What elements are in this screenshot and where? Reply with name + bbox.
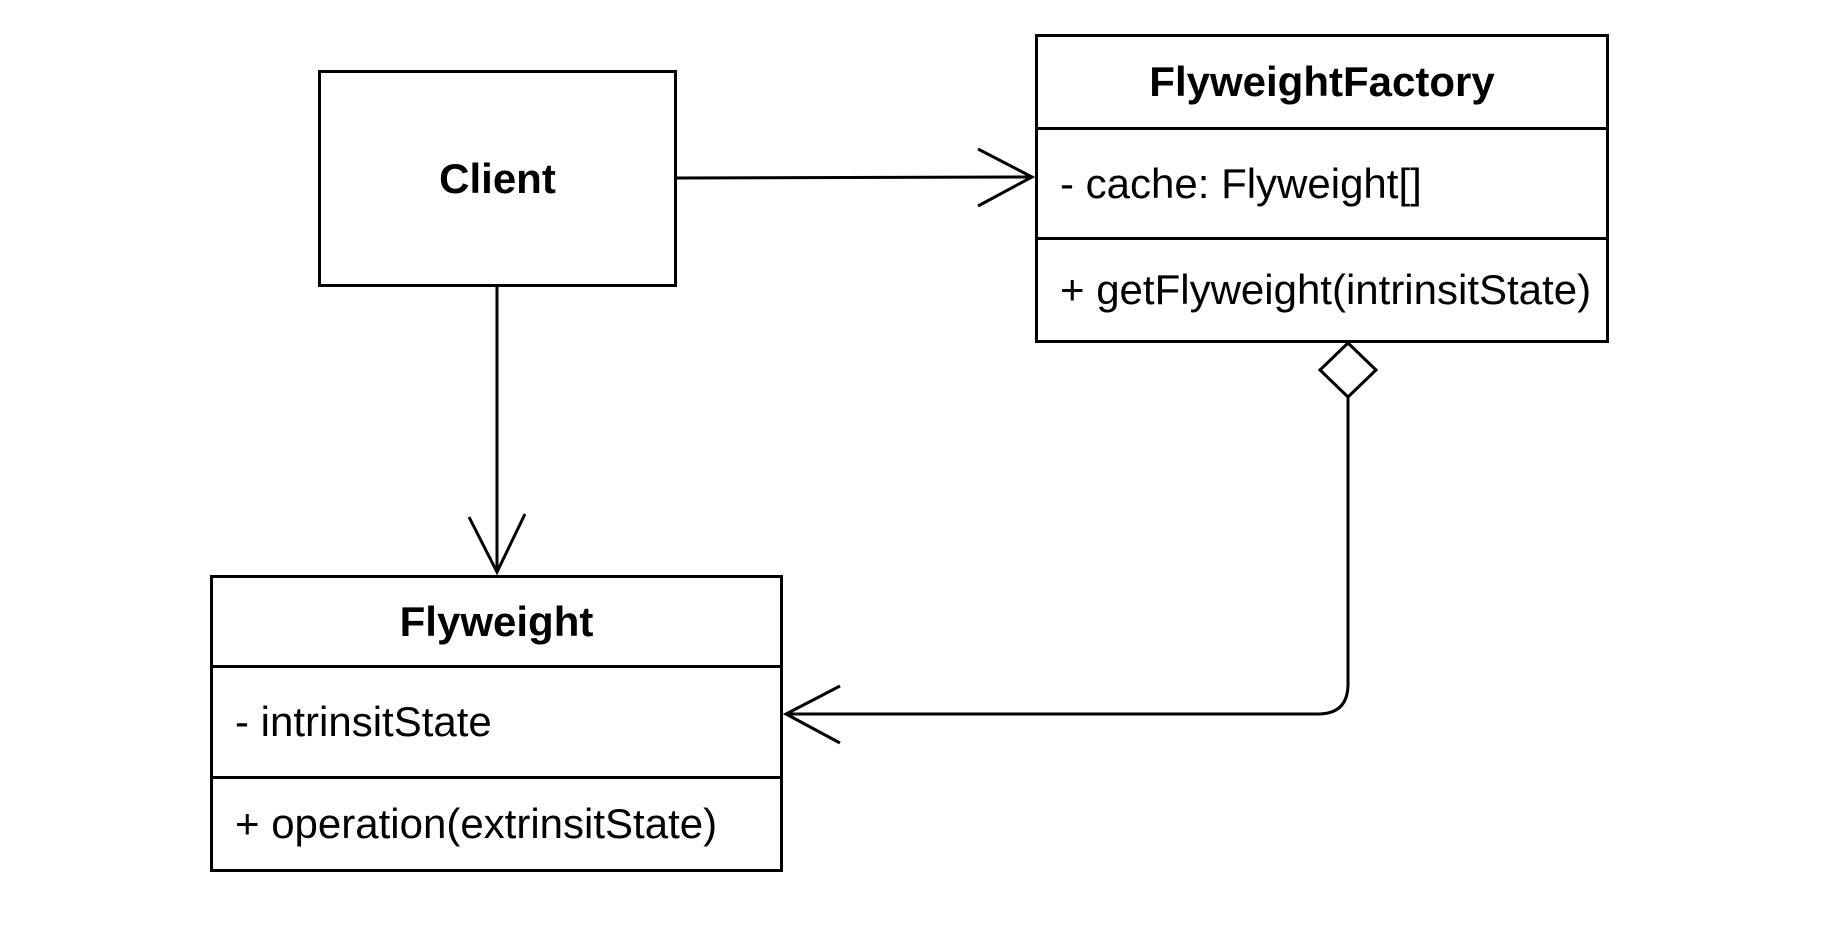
edge-client-to-factory-line[interactable] [676,175,1033,180]
class-method: + operation(extrinsitState) [213,776,780,869]
edge-factory-to-flyweight[interactable] [782,340,1379,745]
class-method: + getFlyweight(intrinsitState) [1038,237,1606,340]
class-node-flyweight-factory[interactable]: FlyweightFactory - cache: Flyweight[] + … [1035,34,1609,343]
open-arrowhead-icon [977,147,1036,208]
aggregation-diamond-icon [1317,340,1379,400]
class-node-client[interactable]: Client [318,70,677,287]
edge-client-to-factory[interactable] [676,147,1036,208]
open-arrowhead-icon [782,684,841,745]
class-node-flyweight[interactable]: Flyweight - intrinsitState + operation(e… [210,575,783,872]
class-title: Flyweight [399,597,594,645]
class-attribute: - cache: Flyweight[] [1038,127,1606,237]
class-attribute: - intrinsitState [213,665,780,776]
edge-factory-to-flyweight-line[interactable] [786,397,1350,716]
open-arrowhead-icon [467,513,527,576]
class-title: Client [439,154,556,202]
class-title: FlyweightFactory [1149,58,1495,105]
edge-client-to-flyweight[interactable] [467,287,527,576]
